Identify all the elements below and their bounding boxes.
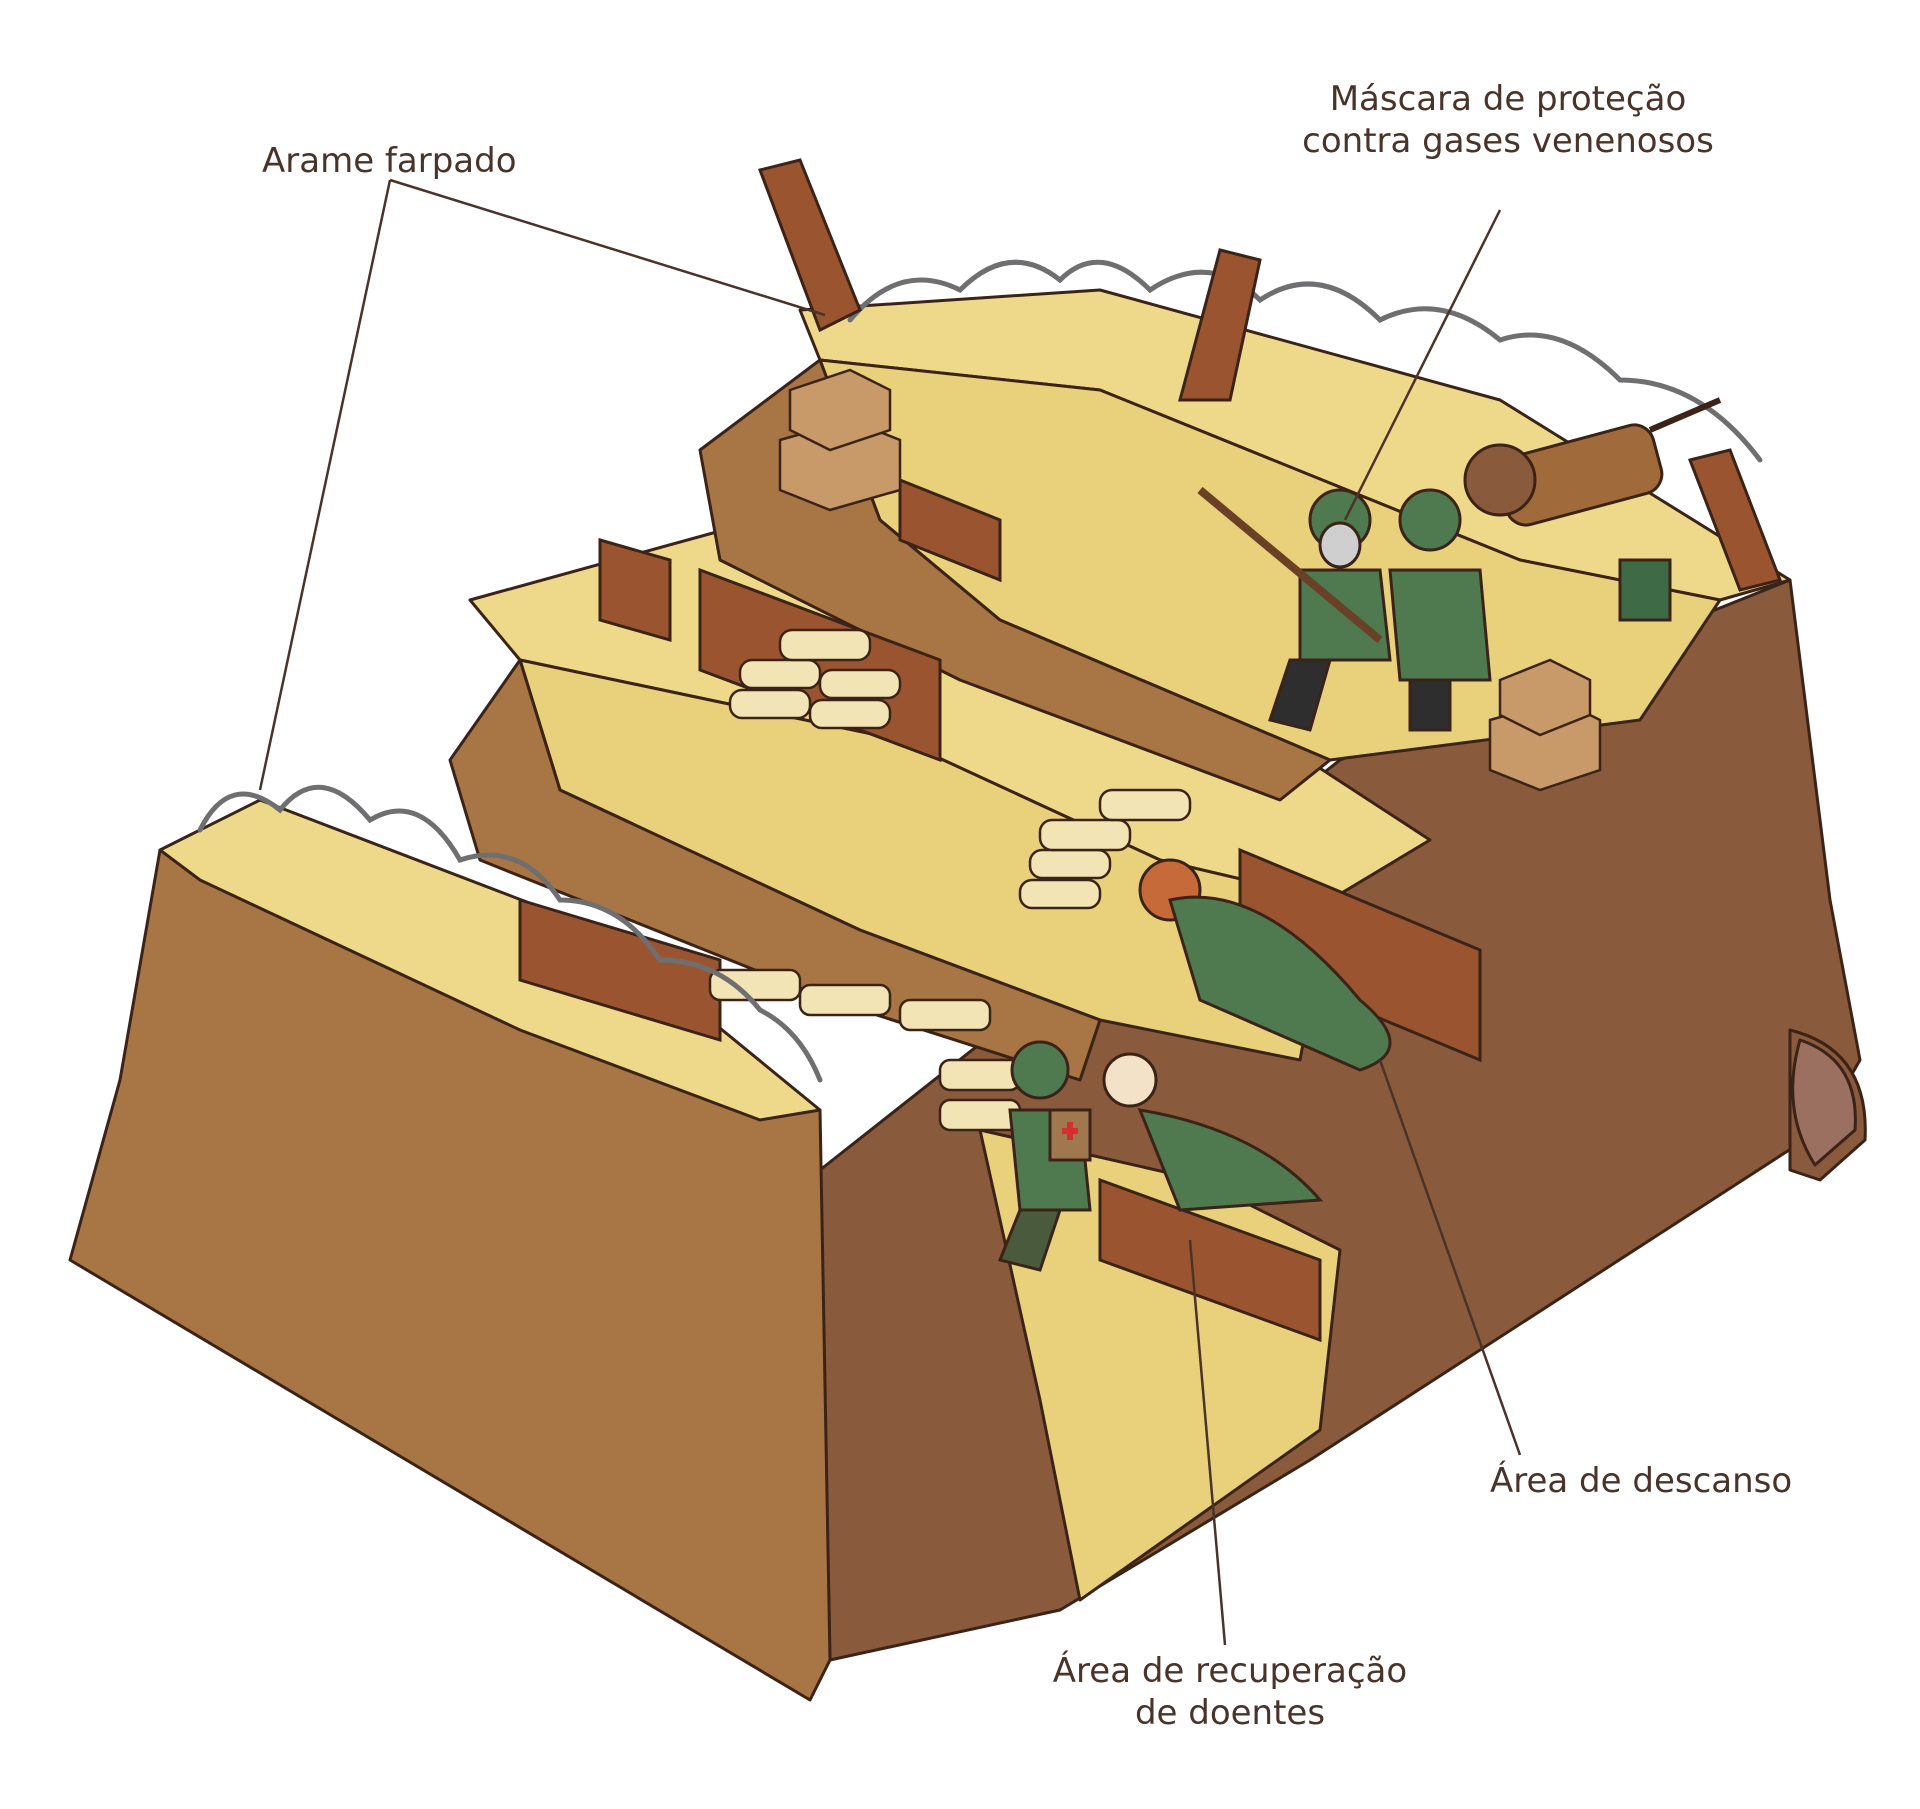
label-recovery-line1: Área de recuperação — [1052, 1651, 1408, 1691]
sandbag-stack-front — [708, 968, 1022, 1132]
soldiers — [997, 486, 1492, 1272]
front-ridge-surface — [158, 798, 822, 1122]
crate-icon — [778, 368, 902, 512]
soldier-patient — [1102, 1052, 1324, 1212]
soil-foot-face — [1791, 1038, 1857, 1167]
revetment-recovery — [1098, 1177, 1322, 1343]
sandbag-icon — [818, 668, 902, 700]
soldier-resting — [1138, 858, 1392, 1072]
leader-barbed-wire-back — [389, 178, 826, 317]
wooden-posts — [758, 158, 1783, 592]
sandbag-icon — [728, 688, 812, 720]
barbed-wire-icon — [847, 259, 1763, 463]
sandbag-icon — [938, 1058, 1022, 1092]
sandbag-icon — [798, 983, 892, 1017]
leader-lines — [258, 178, 1522, 1646]
sandbag-icon — [808, 698, 892, 730]
revetment-front — [518, 897, 722, 1043]
sandbag-icon — [738, 658, 822, 690]
sandbag-icon — [1028, 848, 1112, 880]
sandbags — [708, 628, 1192, 1132]
leader-rest-area — [1378, 1059, 1522, 1456]
sandbag-icon — [778, 628, 872, 662]
gas-mask-icon — [1318, 521, 1362, 569]
label-barbed-wire-text: Arame farpado — [262, 141, 517, 181]
leader-gas-mask — [1343, 209, 1502, 521]
label-recovery: Área de recuperação de doentes — [1040, 1650, 1420, 1734]
soldier-machine-gunner — [1388, 488, 1492, 732]
label-rest-area: Área de descanso — [1490, 1460, 1792, 1502]
crate-icon — [1488, 658, 1602, 792]
sandbag-icon — [1038, 818, 1132, 852]
soldier-gas-mask — [1197, 486, 1392, 732]
machine-gun-icon — [1463, 397, 1722, 622]
soldier-medic — [997, 1040, 1092, 1272]
barbed-wire-icon — [197, 784, 823, 1083]
crates — [778, 368, 1602, 792]
label-barbed-wire: Arame farpado — [262, 140, 517, 182]
barbed-wire — [197, 259, 1763, 1083]
red-cross-icon — [1062, 1122, 1078, 1140]
label-gas-mask: Máscara de proteção contra gases venenos… — [1278, 78, 1738, 162]
revetment-back — [898, 477, 1002, 583]
label-gas-mask-line1: Máscara de proteção — [1329, 79, 1687, 119]
post-back-center — [1178, 248, 1262, 402]
sandbag-icon — [708, 968, 802, 1002]
label-recovery-line2: de doentes — [1134, 1693, 1326, 1733]
post-back-right — [1687, 448, 1783, 592]
post-back-left — [758, 158, 862, 333]
leader-barbed-wire-front — [258, 179, 392, 791]
label-rest-area-text: Área de descanso — [1490, 1461, 1793, 1501]
sandbag-icon — [1018, 878, 1102, 910]
sandbag-stack-rest — [1018, 788, 1192, 910]
rifle-icon — [1197, 486, 1383, 644]
sandbag-icon — [898, 998, 992, 1032]
sandbag-icon — [938, 1098, 1022, 1132]
label-gas-mask-line2: contra gases venenosos — [1302, 121, 1714, 161]
sandbag-icon — [1098, 788, 1192, 822]
sandbag-stack-middle — [728, 628, 902, 730]
leader-recovery — [1188, 1239, 1227, 1646]
